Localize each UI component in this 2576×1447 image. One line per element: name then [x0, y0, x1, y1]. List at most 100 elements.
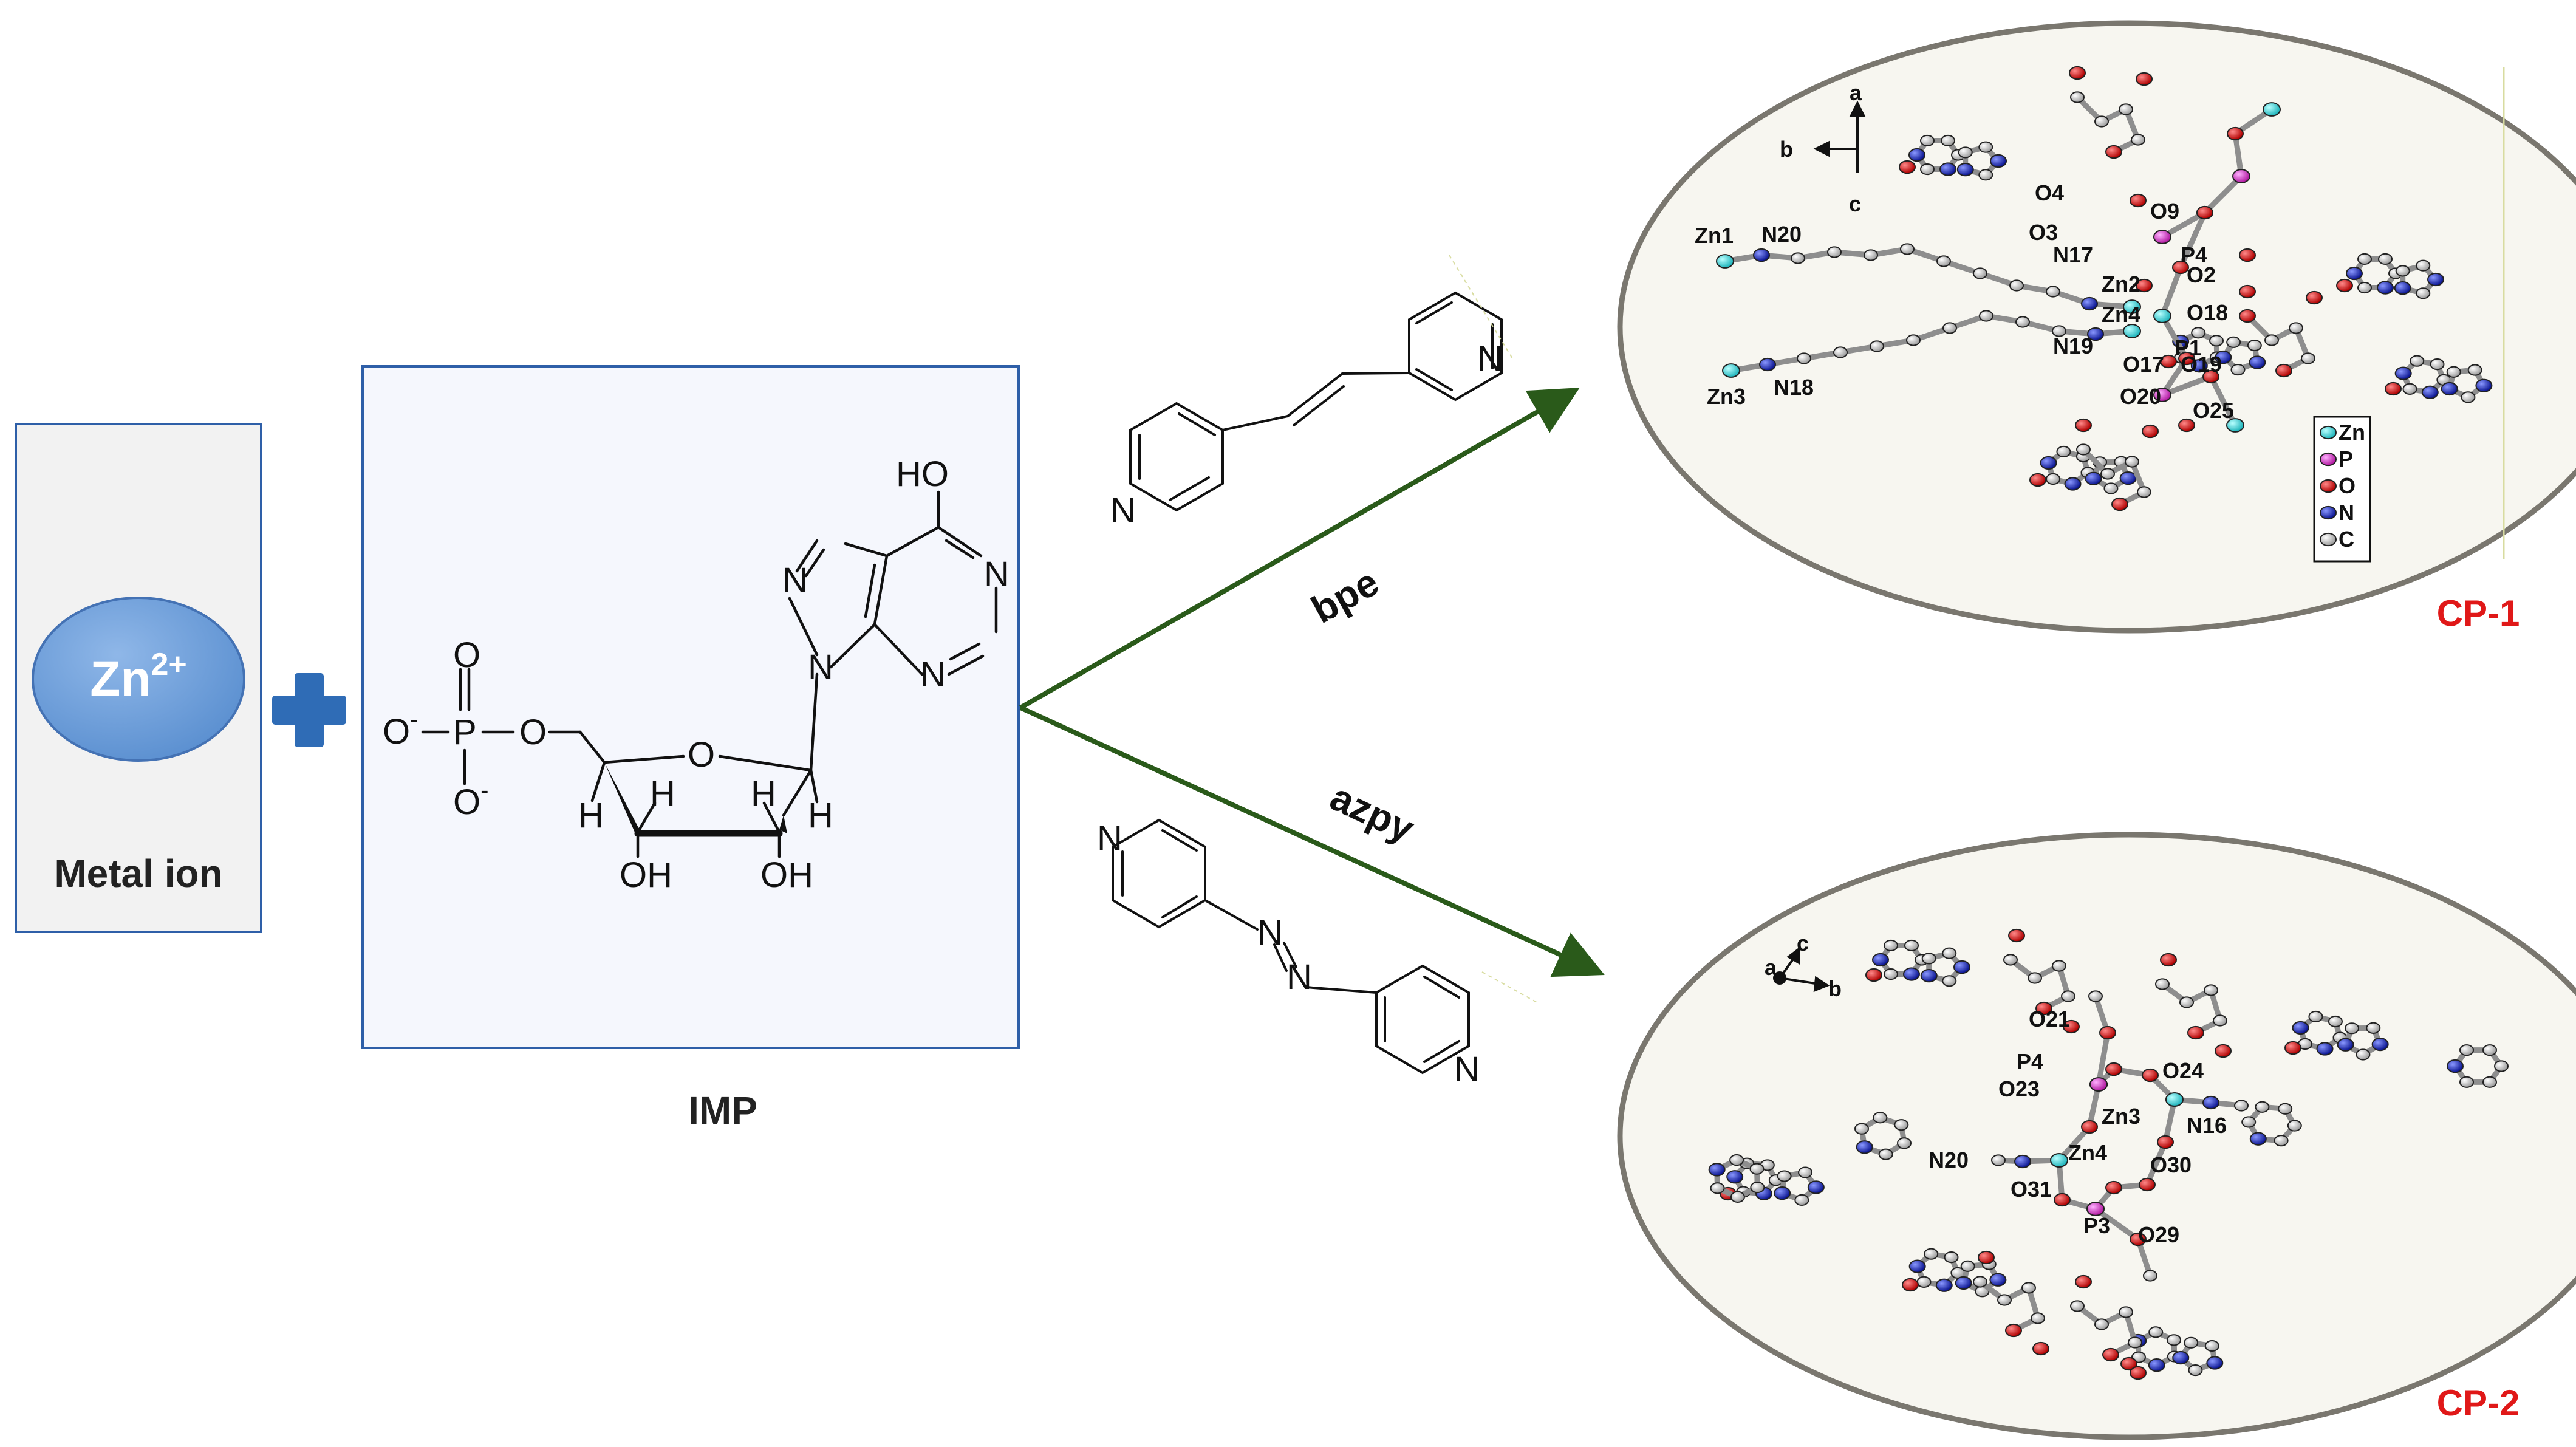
- atom-c: [1854, 1123, 1869, 1135]
- azpy-n-bottom: N: [1454, 1050, 1480, 1089]
- bond: [2202, 173, 2244, 216]
- zn-ion-label: Zn2+: [90, 647, 186, 706]
- atom-c: [1958, 146, 1973, 159]
- atom-n: [2202, 1095, 2219, 1110]
- atom-n: [2119, 471, 2137, 485]
- atom-c: [1884, 939, 1898, 952]
- atom-c: [2143, 1270, 2157, 1282]
- cp2-ellipse: [1617, 832, 2576, 1440]
- atom-n: [1708, 1163, 1726, 1177]
- atom-n: [2371, 1037, 2389, 1052]
- atom-c: [2345, 1022, 2360, 1035]
- atom-c: [2278, 1103, 2293, 1115]
- atom-c: [1916, 1276, 1932, 1288]
- atom-n: [2447, 1059, 2464, 1073]
- atom-n: [2081, 296, 2098, 311]
- atom-c: [2003, 954, 2018, 966]
- atom-c: [2247, 339, 2262, 352]
- atom-o: [2069, 66, 2086, 80]
- atom-o: [2385, 381, 2402, 396]
- atom-label-o25: O25: [2193, 398, 2234, 423]
- atom-c: [1833, 346, 1848, 358]
- imp-atom-p: P: [453, 713, 477, 752]
- atom-c: [1797, 352, 1811, 364]
- atom-c: [2461, 391, 2476, 403]
- atom-n: [2148, 1358, 2165, 1372]
- atom-o: [2239, 309, 2256, 323]
- imp-atom-h-inner-left: H: [650, 774, 675, 813]
- atom-label-o21: O21: [2029, 1007, 2070, 1031]
- atom-n: [1956, 162, 1974, 177]
- atom-c: [2028, 972, 2042, 984]
- atom-c: [1864, 249, 1878, 261]
- atom-o: [2032, 1341, 2049, 1356]
- atom-o: [2157, 1135, 2174, 1149]
- bpe-n-top: N: [1477, 339, 1503, 378]
- cp1-label: CP-1: [2437, 593, 2520, 634]
- atom-o: [2139, 1177, 2156, 1192]
- atom-label-o18: O18: [2187, 300, 2228, 325]
- atom-c: [1884, 968, 1898, 980]
- cp2-axes: [1773, 946, 1830, 993]
- atom-p: [2153, 388, 2171, 402]
- atom-o: [2029, 473, 2046, 487]
- atom-c: [2125, 456, 2139, 468]
- imp-box: [361, 365, 1020, 1049]
- atom-c: [1973, 267, 1987, 279]
- atom-c: [2031, 1312, 2045, 1324]
- atom-c: [1904, 939, 1919, 952]
- atom-o: [2105, 145, 2122, 159]
- atom-c: [2070, 1300, 2085, 1312]
- atom-c: [1749, 1163, 1765, 1175]
- atom-label-o2: O2: [2187, 262, 2216, 287]
- atom-c: [2482, 1044, 2497, 1056]
- atom-n: [1908, 148, 1925, 162]
- atom-n: [2040, 456, 2057, 470]
- atom-p: [2320, 452, 2337, 467]
- atom-label-o29: O29: [2138, 1222, 2179, 1247]
- atom-c: [2119, 103, 2133, 115]
- imp-atom-h-inner-right: H: [751, 774, 776, 813]
- atom-label-p1: P1: [2175, 335, 2201, 360]
- atom-n: [2249, 1132, 2267, 1146]
- atom-label-c: C: [2339, 527, 2354, 552]
- atom-label-o20: O20: [2120, 384, 2161, 409]
- atom-c: [1936, 255, 1951, 267]
- atom-n: [1939, 162, 1956, 176]
- atom-n: [1920, 968, 1938, 983]
- atom-c: [2009, 279, 2024, 292]
- atom-c: [2052, 960, 2066, 972]
- plus-icon: [272, 673, 346, 747]
- atom-c: [1942, 975, 1957, 987]
- atom-label-p: P: [2339, 446, 2353, 471]
- atom-c: [2061, 990, 2075, 1002]
- imp-atom-n1: N: [984, 555, 1010, 594]
- atom-label-o23: O23: [1998, 1076, 2040, 1101]
- atom-label-n16: N16: [2187, 1113, 2227, 1138]
- atom-c: [2459, 1044, 2474, 1056]
- atom-c: [2056, 445, 2071, 458]
- atom-o: [2178, 418, 2195, 433]
- imp-label: IMP: [688, 1089, 757, 1132]
- bpe-structure: N N: [1110, 255, 1513, 530]
- atom-label-p4: P4: [2017, 1049, 2043, 1074]
- atom-o: [2054, 1192, 2071, 1207]
- atom-c: [2356, 1048, 2371, 1061]
- atom-c: [1798, 1166, 1813, 1178]
- atom-c: [2148, 1326, 2164, 1338]
- atom-c: [2046, 286, 2060, 298]
- atom-c: [1870, 340, 1884, 352]
- atom-o: [2130, 193, 2147, 208]
- atom-n: [2377, 281, 2394, 295]
- atom-c: [2184, 1336, 2199, 1349]
- atom-o: [1865, 968, 1882, 982]
- atom-c: [2070, 91, 2085, 103]
- atom-c: [2046, 473, 2061, 485]
- atom-label-n17: N17: [2053, 242, 2093, 267]
- atom-n: [2394, 366, 2412, 380]
- atom-c: [1878, 1148, 1893, 1160]
- atom-c: [2179, 996, 2194, 1008]
- atom-n: [2172, 1350, 2190, 1365]
- atom-c: [2430, 358, 2445, 371]
